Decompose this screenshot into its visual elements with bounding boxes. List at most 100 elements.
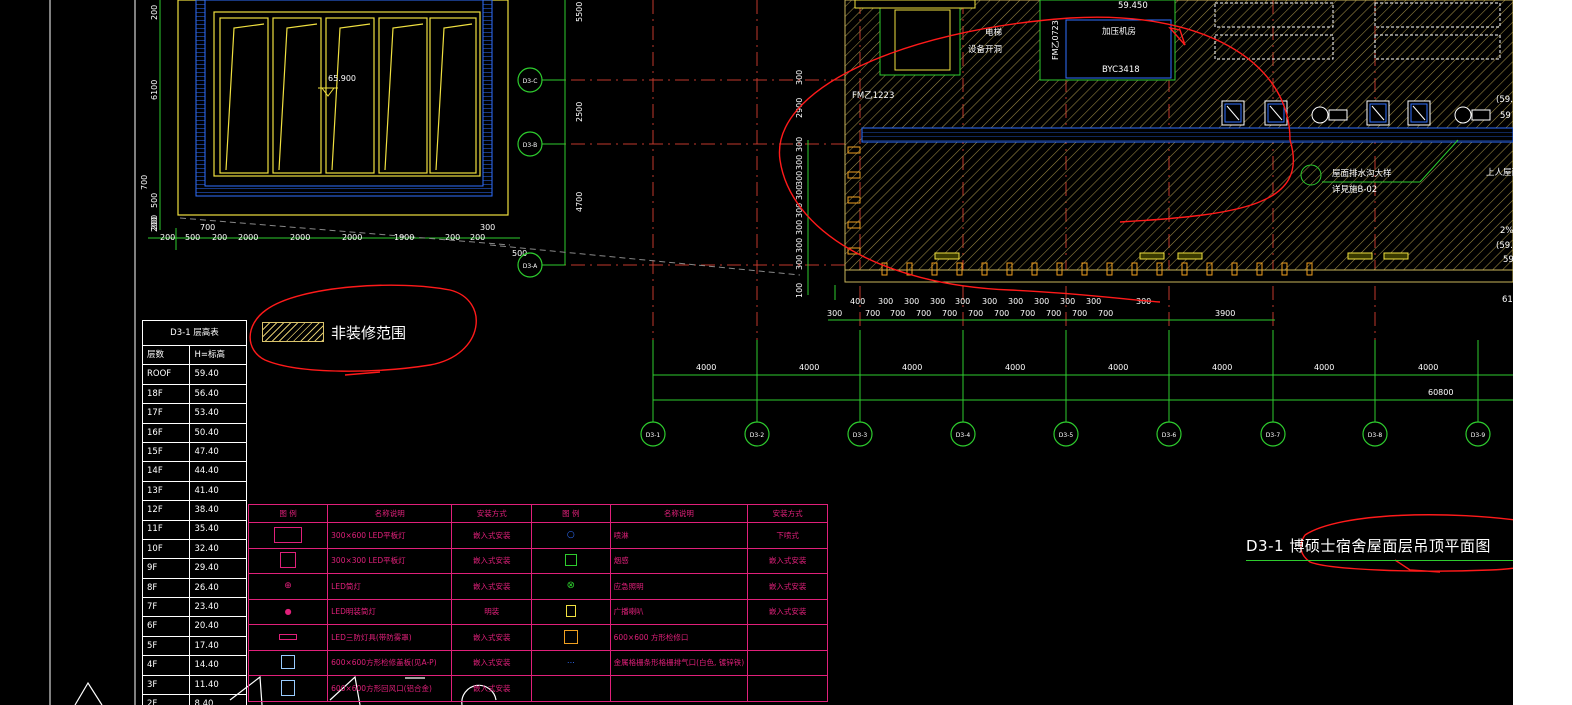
- axis-bubble: D3-B: [517, 131, 565, 157]
- markup-ellipse-roof: [778, 16, 1295, 303]
- dimension-text: 300: [795, 137, 804, 152]
- level-floor-cell: 11F: [141, 519, 191, 540]
- legend-table-header-row: 图 例 名称说明 安装方式 图 例 名称说明 安装方式: [247, 504, 828, 523]
- dimension-total: 60800: [1428, 388, 1453, 397]
- legend-desc: LED明装筒灯: [327, 598, 453, 625]
- emergency-light-icon: ⊗: [566, 580, 576, 592]
- anchor-tick: [1081, 262, 1088, 276]
- roof-annotations: 电梯 设备开洞 加压机房 BYC3418 FM乙1223 59.450 屋面排水…: [852, 1, 1513, 305]
- dimension-text: 6100: [150, 80, 159, 100]
- level-floor-cell: 14F: [141, 461, 191, 482]
- dimension-text: 700: [994, 309, 1009, 318]
- level-floor-cell: 18F: [141, 383, 191, 405]
- label-594-b: (59.4: [1496, 241, 1513, 251]
- legend-symbol-cell: ⋯: [531, 649, 611, 676]
- roof-vent-symbols: [1221, 100, 1491, 126]
- level-floor-cell: 9F: [141, 558, 191, 579]
- anchor-tick: [1006, 262, 1013, 276]
- label-shebei: 设备开洞: [968, 44, 1002, 55]
- level-table-title: D3-1 层高表: [142, 320, 247, 346]
- dimension-text: 300: [795, 171, 804, 186]
- level-elevation-cell: 26.40: [189, 577, 247, 599]
- level-elevation-cell: 20.40: [189, 616, 247, 637]
- legend-symbol-cell: ⊗: [531, 573, 611, 600]
- dimension-text: 2500: [575, 102, 584, 122]
- legend-header: 安装方式: [747, 504, 828, 523]
- axis-bubbles-side: D3-C D3-B D3-A: [517, 67, 565, 278]
- axis-bubble-label: D3-5: [1059, 432, 1074, 439]
- legend-symbol-cell: [531, 624, 611, 651]
- axis-bubble-label: D3-2: [750, 432, 765, 439]
- label-jiaya: 加压机房: [1102, 26, 1136, 37]
- axis-bubble-label: D3-6: [1162, 432, 1177, 439]
- legend-header: 图 例: [531, 504, 611, 523]
- anchor-tick: [847, 221, 861, 229]
- label-slope-2: 详見施B-02: [1332, 184, 1377, 195]
- level-floor-cell: 6F: [141, 616, 191, 637]
- legend-symbol-cell: ●: [247, 598, 329, 625]
- label-shang: 上人屋面: [1486, 168, 1513, 178]
- dimension-text: 4000: [799, 363, 819, 372]
- legend-mode: [747, 649, 828, 676]
- legend-header: 图 例: [247, 504, 329, 523]
- axis-bubble: D3-C: [517, 67, 565, 93]
- axis-bubble: D3-2: [744, 400, 770, 447]
- dimension-text: 400: [850, 297, 865, 306]
- legend-mode: 嵌入式安装: [451, 649, 533, 676]
- label-slope-1: 屋面排水沟大样: [1332, 168, 1392, 179]
- legend-mode: 嵌入式安装: [451, 573, 533, 600]
- axis-bubble: D3-4: [950, 400, 976, 447]
- triproof-light-icon: [279, 633, 298, 642]
- level-floor-cell: 4F: [141, 655, 191, 676]
- axis-bubble: D3-3: [847, 400, 873, 447]
- label-59-a: 59: [1500, 111, 1511, 121]
- axis-bubble-label: D3-9: [1471, 432, 1486, 439]
- legend-desc: 600×600方形回风口(铝合金): [327, 675, 453, 702]
- dimension-text: 200: [150, 215, 159, 230]
- legend-symbol-cell: [247, 649, 329, 676]
- dimension-text: 300: [795, 238, 804, 253]
- anchor-tick: [931, 262, 938, 276]
- anchor-tick: [981, 262, 988, 276]
- drawing-title: D3-1 博硕士宿舍屋面层吊顶平面图: [1246, 537, 1491, 555]
- level-elevation-cell: 53.40: [189, 403, 247, 424]
- legend-desc: 金属格栅条形格栅排气口(白色, 镀锌铁): [609, 649, 749, 676]
- legend-mode: 嵌入式安装: [451, 522, 533, 549]
- roof-fixture: [1139, 252, 1165, 260]
- dimension-text: 500: [512, 249, 527, 258]
- dimension-text: 200: [470, 233, 485, 242]
- dashed-break-line: [179, 217, 511, 246]
- level-elevation-cell: 35.40: [189, 519, 247, 540]
- legend-header: 名称说明: [327, 504, 453, 523]
- return-air-icon: [281, 679, 296, 698]
- level-elevation-cell: 17.40: [189, 635, 247, 657]
- legend-mode: 下喷式: [747, 522, 828, 549]
- label-59-b: 59: [1503, 255, 1513, 265]
- markup-ellipse-legend: [249, 284, 477, 376]
- legend-desc: 600×600 方形检修口: [609, 624, 749, 651]
- exhaust-fan-icon: [1311, 106, 1348, 124]
- roof-vent-icon: [1407, 100, 1431, 126]
- dimension-text: 300: [904, 297, 919, 306]
- axis-bubble: D3-A: [517, 252, 565, 278]
- legend-header: 安装方式: [451, 504, 533, 523]
- label-61: 61.: [1502, 295, 1513, 305]
- dimension-text: 200: [212, 233, 227, 242]
- level-table-header: H=标高: [189, 344, 247, 366]
- legend-desc: 600×600方形检修盖板(见A-P): [327, 649, 453, 676]
- level-floor-cell: 13F: [141, 480, 191, 502]
- stair-room-plan: 65.900: [177, 0, 509, 216]
- dimension-text: 300: [795, 203, 804, 218]
- legend-symbol-cell: [531, 598, 611, 625]
- right-margin-panel: [1513, 0, 1572, 705]
- anchor-tick: [1281, 262, 1288, 276]
